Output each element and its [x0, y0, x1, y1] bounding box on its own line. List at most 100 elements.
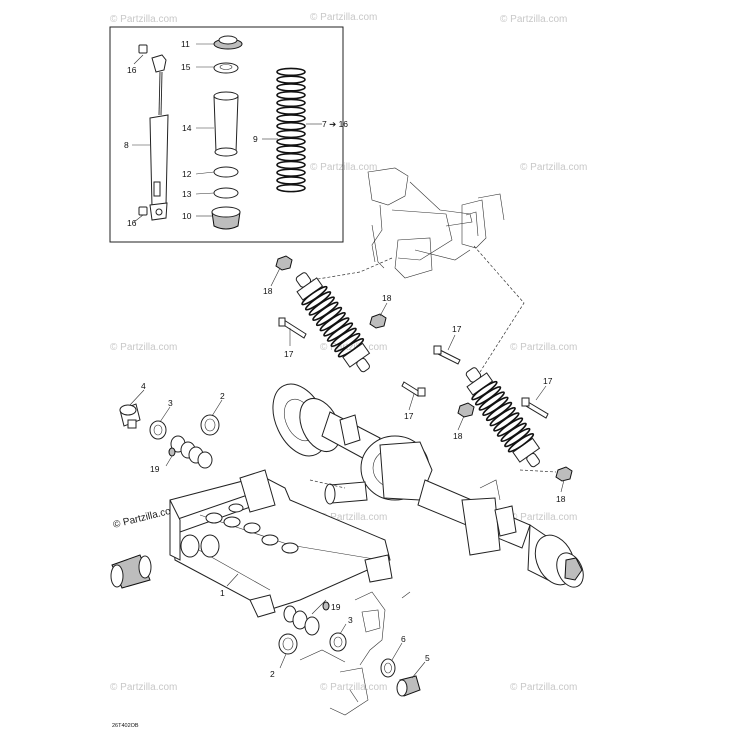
spring-coil — [276, 67, 306, 77]
callout-17: 17 — [452, 324, 462, 334]
ring-13 — [213, 187, 239, 199]
spring-coil — [276, 106, 306, 115]
callout-16: 16 — [127, 218, 137, 228]
watermark: © Partzilla.com — [110, 342, 177, 353]
washer-15 — [213, 62, 239, 74]
callout-17: 17 — [543, 376, 553, 386]
bolt-17-far-right — [521, 397, 549, 419]
callout-2: 2 — [220, 391, 225, 401]
bolt-17-right-top — [433, 345, 461, 365]
inset-frame — [109, 26, 344, 243]
spring-coil — [493, 412, 520, 432]
watermark: © Partzilla.com — [320, 342, 387, 353]
spring-coil — [312, 301, 339, 321]
leader — [309, 479, 346, 489]
boot-14 — [213, 91, 239, 157]
spring-9 — [276, 67, 306, 193]
shock-absorber-right — [465, 367, 541, 468]
watermark: © Partzilla.com — [520, 162, 587, 173]
ring-12 — [213, 166, 239, 178]
callout-15: 15 — [181, 62, 191, 72]
spring-coil — [276, 168, 306, 177]
bearing-2-top — [200, 414, 220, 436]
callout-18: 18 — [263, 286, 273, 296]
spring-coil — [489, 406, 516, 427]
spring-coil — [276, 129, 306, 139]
bolt-17-left — [278, 317, 307, 339]
callout-5: 5 — [425, 653, 430, 663]
spring-coil — [276, 121, 306, 131]
leader — [473, 245, 525, 373]
washer-3-bottom — [329, 632, 347, 652]
bearing-set-19-top — [168, 435, 213, 469]
spring-coil — [276, 90, 306, 100]
callout-8: 8 — [124, 140, 129, 150]
callout-17: 17 — [284, 349, 294, 359]
spring-coil — [485, 401, 513, 422]
spring-coil — [326, 322, 354, 342]
callout-1: 1 — [220, 588, 225, 598]
spring-coil — [276, 83, 306, 92]
washer-6 — [380, 658, 396, 678]
plug-5 — [396, 675, 421, 697]
shock-absorber-left — [295, 272, 371, 373]
callout-2: 2 — [270, 669, 275, 679]
callout-10: 10 — [182, 211, 192, 221]
callout-3: 3 — [348, 615, 353, 625]
shock-absorber-8 — [138, 44, 169, 221]
watermark: © Partzilla.com — [500, 14, 567, 25]
bumper-11 — [213, 35, 243, 50]
callout-18: 18 — [556, 494, 566, 504]
spring-coil — [507, 433, 535, 453]
watermark: © Partzilla.com — [320, 512, 387, 523]
callout-6: 6 — [401, 634, 406, 644]
watermark: © Partzilla.com — [310, 162, 377, 173]
spring-coil — [500, 422, 527, 443]
nut-18-bottom — [555, 466, 573, 482]
spring-coil — [482, 396, 509, 416]
adjuster-10 — [211, 206, 241, 230]
watermark: © Partzilla.com — [320, 682, 387, 693]
spring-coil — [323, 317, 350, 337]
spring-coil — [276, 152, 306, 162]
rear-axle — [272, 383, 584, 588]
bearing-set-19-bottom — [283, 601, 330, 636]
spring-coil — [315, 306, 343, 327]
watermark: © Partzilla.com — [110, 14, 177, 25]
spring-coil — [478, 391, 505, 411]
callout-19: 19 — [331, 602, 341, 612]
callout-9: 9 — [253, 134, 258, 144]
plug-4 — [119, 403, 141, 429]
spring-coil — [276, 137, 306, 146]
frame-bracket-bottom — [299, 591, 411, 716]
swing-arm-1 — [169, 469, 393, 618]
leader — [299, 257, 393, 283]
spring-coil — [276, 75, 306, 84]
watermark: © Partzilla.com — [310, 12, 377, 23]
spring-coil — [276, 114, 306, 123]
bolt-17-middle — [401, 381, 426, 397]
spring-coil — [276, 160, 306, 170]
spring-coil — [496, 417, 524, 437]
watermark: © Partzilla.com — [510, 512, 577, 523]
callout-16: 16 — [127, 65, 137, 75]
callout-13: 13 — [182, 189, 192, 199]
nut-18-top — [275, 255, 293, 271]
leader — [519, 469, 557, 473]
vehicle-frame — [367, 167, 505, 279]
callout-18: 18 — [382, 293, 392, 303]
callout-3: 3 — [168, 398, 173, 408]
watermark: © Partzilla.com — [510, 342, 577, 353]
callout-18: 18 — [453, 431, 463, 441]
washer-3-top — [149, 420, 167, 440]
spring-coil — [276, 98, 306, 108]
nut-18-middle — [369, 313, 387, 329]
callout-14: 14 — [182, 123, 192, 133]
watermark: © Partzilla.com — [510, 682, 577, 693]
callout-17: 17 — [404, 411, 414, 421]
callout-12: 12 — [182, 169, 192, 179]
callout-7-to-16: 7 ➔ 16 — [322, 119, 348, 129]
spring-coil — [319, 311, 346, 332]
bushing-left — [110, 554, 152, 589]
spring-coil — [308, 296, 335, 316]
